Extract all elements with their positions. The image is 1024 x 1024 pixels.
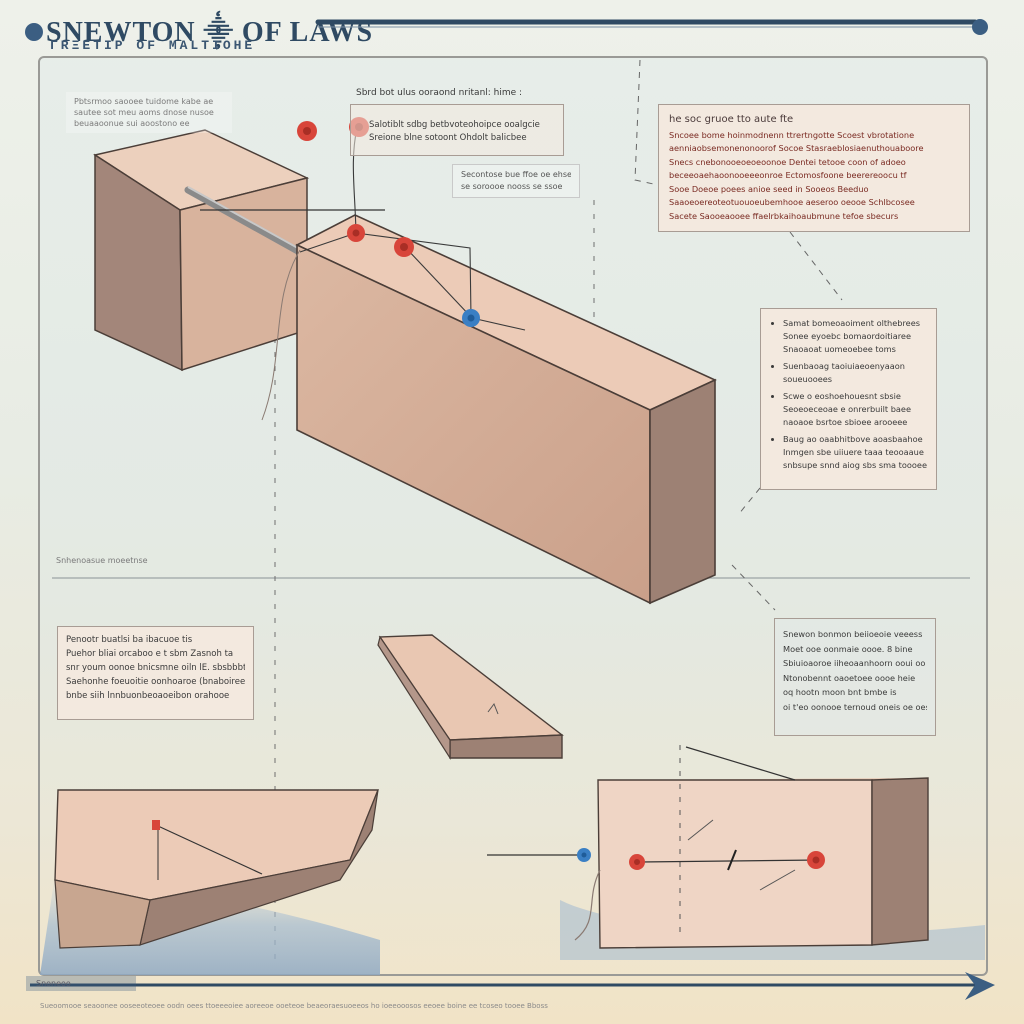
list-item: Baug ao oaabhitbove aoasbaahoe Inmgen sb… [783,433,928,472]
note-bottom-right-box: Snewon bonmon beiioeoie veeess Moet ooe … [774,618,936,736]
blue-pushpin-icon [462,309,591,862]
long-beam [261,214,717,605]
leader-lines [634,59,843,611]
cube-left [93,129,310,372]
header-rule [315,19,978,28]
note-top-center-lower: Secontose bue ffoe oe ehse se soroooe no… [452,164,580,198]
page-subtitle: ΓRΞΕTΙΡ ΟF ΜΑLΤΙΟΗΕ [50,38,256,53]
note-top-center-box: Salotiblt sdbg betbvoteohoipce ooalgcie … [350,104,564,156]
list-item: Suenbaoag taoiuiaeoenyaaon soueuooees [783,360,928,386]
footer-rule [26,972,995,1000]
note-mid-left-faint: Snhenoasue moeetnse [56,556,148,565]
wedge-plate [377,634,564,761]
crate-right [487,745,985,960]
force-strings [299,127,526,331]
list-item: Scwe o eoshoehouesnt sbsie Seoeoeceoae e… [783,390,928,429]
note-top-right-box: he soc gruoe tto aute fte Sncoee bome ho… [658,104,970,232]
note-mid-right-box: Samat bomeoaoiment olthebrees Sonee eyoe… [760,308,937,490]
note-top-center-label: Sbrd bot ulus ooraond nritanl: hime : [356,88,523,98]
list-item: Samat bomeoaoiment olthebrees Sonee eyoe… [783,317,928,356]
note-top-left-faint: Pbtsrmoo saooee tuidome kabe ae sautee s… [66,92,232,133]
footer-fine-print: Sueoomooe seaoonee ooseeoteoee oodn oees… [40,1002,548,1010]
connecting-rod [184,186,385,259]
footer-label: Snoneoo [36,979,71,988]
blue-knob-icon [25,19,988,41]
note-bottom-left-box: Penootr buatlsi ba ibacuoe tis Puehor bl… [57,626,254,720]
water-slab [40,789,380,975]
